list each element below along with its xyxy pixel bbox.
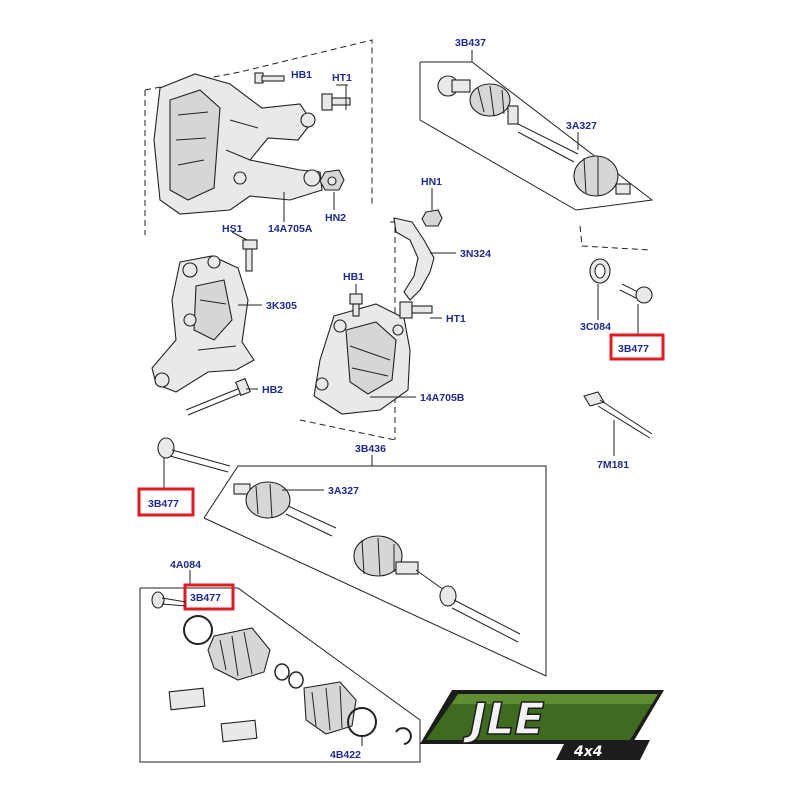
stud-HT1-top (321, 93, 351, 111)
label-3A327-top: 3A327 (566, 120, 597, 132)
label-4B422: 4B422 (330, 749, 361, 761)
label-3B477-right: 3B477 (618, 343, 649, 355)
label-3B437: 3B437 (455, 37, 486, 49)
bolt-HB2 (185, 377, 251, 416)
label-HN2: HN2 (325, 212, 346, 224)
label-14A705A: 14A705A (268, 223, 313, 235)
label-3N324: 3N324 (460, 248, 491, 260)
label-3K305: 3K305 (266, 300, 297, 312)
clip-7M181 (583, 391, 653, 439)
bracket-3N324 (393, 217, 435, 301)
jle-4x4-logo: JLE 4x4 (420, 690, 664, 760)
mount-bracket-14A705B (313, 303, 411, 415)
highlight-3B477-bottom (183, 583, 235, 611)
label-3A327-mid: 3A327 (328, 485, 359, 497)
highlight-3B477-right (609, 333, 665, 361)
label-3B477-bottom: 3B477 (190, 592, 221, 604)
logo-subtext: 4x4 (573, 744, 603, 760)
bolt-HB1-top (254, 72, 285, 84)
label-14A705B: 14A705B (420, 392, 465, 404)
highlight-3B477-left (137, 487, 195, 517)
nut-HN1 (421, 209, 443, 227)
label-HT1-mid: HT1 (446, 313, 466, 325)
label-HB1-top: HB1 (291, 69, 312, 81)
label-7M181: 7M181 (597, 459, 629, 471)
driveshaft-3B437 (437, 75, 631, 197)
bolt-3B477-right (619, 283, 653, 304)
seal-3C084 (589, 258, 611, 284)
bracket-3K305 (151, 255, 255, 393)
label-HS1: HS1 (222, 223, 243, 235)
driveshaft-3B436 (233, 481, 521, 643)
nut-HN2 (319, 169, 345, 191)
label-HT1-top: HT1 (332, 72, 352, 84)
boot-kit-4A084 (151, 591, 412, 745)
label-HB2: HB2 (262, 384, 283, 396)
label-HN1: HN1 (421, 176, 442, 188)
bolt-3B477-left (157, 437, 231, 473)
label-3B477-left: 3B477 (148, 498, 179, 510)
label-HB1-mid: HB1 (343, 271, 364, 283)
stud-HT1-mid (399, 301, 433, 319)
logo-text: JLE (462, 694, 544, 745)
label-3B436: 3B436 (355, 443, 386, 455)
label-4A084: 4A084 (170, 559, 201, 571)
bolt-HS1 (242, 239, 258, 272)
mount-bracket-14A705A (144, 39, 373, 235)
label-3C084: 3C084 (580, 321, 611, 333)
